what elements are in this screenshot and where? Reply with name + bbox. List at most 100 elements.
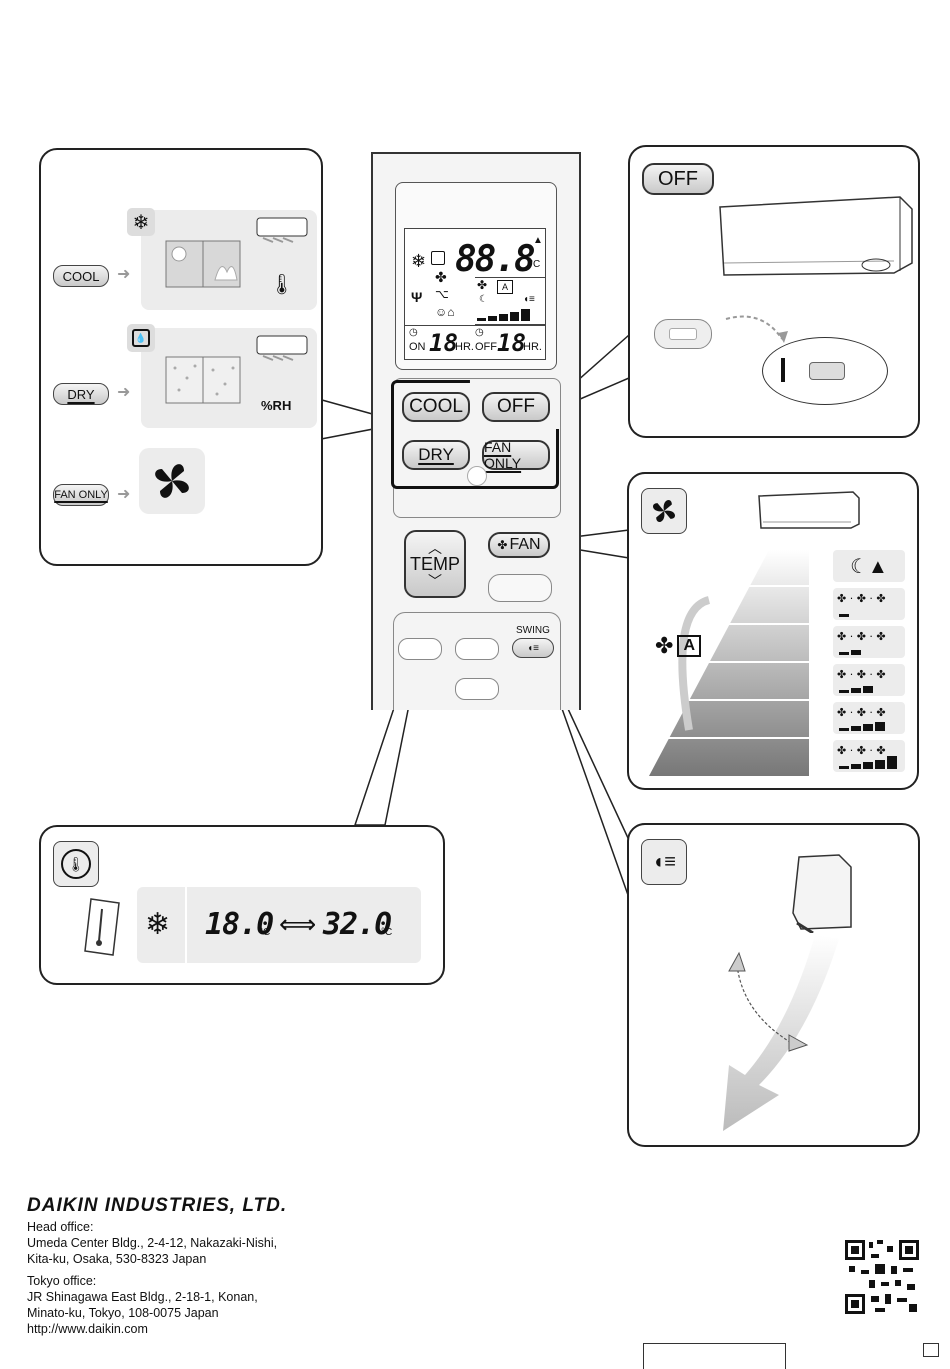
fan-button[interactable]: ✤FAN bbox=[488, 532, 550, 558]
fan-only-button[interactable]: FAN ONLY bbox=[53, 484, 109, 506]
sleep-icon: ☾ bbox=[479, 294, 488, 305]
off-panel: OFF bbox=[628, 145, 920, 438]
remote-lower-area bbox=[393, 612, 561, 710]
swing-airflow-icon bbox=[723, 935, 839, 1131]
lamp-bar bbox=[781, 358, 785, 382]
timer-on-value: 18 bbox=[429, 329, 458, 357]
dry-icon bbox=[431, 251, 445, 265]
arrow-curve-icon bbox=[725, 315, 788, 343]
svg-text:✤ · ✤ · ✤: ✤ · ✤ · ✤ bbox=[837, 592, 886, 605]
timer-on-hr: HR. bbox=[455, 341, 474, 353]
swing-mini-icon: ⌥ bbox=[435, 287, 449, 301]
blank-button[interactable] bbox=[398, 638, 442, 660]
fan-level-bars bbox=[477, 309, 530, 321]
website-link[interactable]: http://www.daikin.com bbox=[27, 1322, 148, 1336]
temp-button[interactable]: ︿ TEMP ﹀ bbox=[404, 530, 466, 598]
svg-text:✤ · ✤ · ✤: ✤ · ✤ · ✤ bbox=[837, 706, 886, 719]
divider bbox=[185, 887, 187, 963]
dry-button[interactable]: DRY bbox=[402, 440, 470, 470]
fan-speed-levels: ✤ · ✤ · ✤✤ · ✤ · ✤✤ · ✤ · ✤✤ · ✤ · ✤✤ · … bbox=[833, 588, 905, 772]
svg-text:✤ · ✤ · ✤: ✤ · ✤ · ✤ bbox=[837, 744, 886, 757]
swing-panel: ◖≡ bbox=[627, 823, 920, 1147]
svg-text:✤ · ✤ · ✤: ✤ · ✤ · ✤ bbox=[837, 630, 886, 643]
mode-panel: ❄ 🌡 COOL ➜ 💧 %RH DRY ➜ FAN ONLY ➜ bbox=[39, 148, 323, 566]
fan-icon: ✤ bbox=[435, 269, 447, 285]
fan-only-button[interactable]: FAN ONLY bbox=[482, 439, 550, 471]
fan-icon bbox=[641, 488, 687, 534]
indoor-unit-icon bbox=[719, 196, 913, 276]
snowflake-icon: ❄ bbox=[145, 908, 171, 941]
fan-icon bbox=[139, 448, 205, 514]
sleep-icon: ☾▲ bbox=[833, 550, 905, 582]
swing-label: SWING bbox=[516, 625, 550, 636]
ac-unit-icon bbox=[256, 335, 308, 361]
indoor-unit-icon bbox=[758, 491, 860, 529]
swing-icon: ◖≡ bbox=[641, 839, 687, 885]
min-temp: 18.0 bbox=[205, 907, 274, 942]
swing-button[interactable]: ◖≡ bbox=[512, 638, 554, 658]
double-arrow-icon: ⟺ bbox=[279, 909, 317, 939]
snowflake-icon: ❄ bbox=[411, 251, 427, 271]
window-rain-icon bbox=[165, 356, 241, 404]
ac-unit-icon bbox=[256, 217, 308, 243]
window-sun-icon bbox=[165, 240, 241, 288]
fan-panel: ✤ A ☾▲ ✤ · ✤ · ✤ ✤ · ✤ · ✤ ✤ · ✤ · ✤ ✤ · ✤ … bbox=[627, 472, 919, 790]
timer-off-value: 18 bbox=[497, 329, 526, 357]
qr-code bbox=[845, 1240, 919, 1314]
swing-icon: ◖≡ bbox=[527, 642, 539, 654]
remote-lcd: ❄ 88.8 °C ▲ ✤ Ψ ⌥ ☺⌂ ✤ A ☾ ◖≡ ◷ ON 18 HR… bbox=[404, 228, 546, 360]
auto-box: A bbox=[677, 635, 701, 657]
temp-label: TEMP bbox=[409, 553, 460, 574]
fan-icon: ✤ bbox=[655, 633, 674, 658]
tokyo-office-line2: Minato-ku, Tokyo, 108-0075 Japan bbox=[27, 1306, 219, 1320]
clock-icon: ◷ bbox=[475, 327, 484, 338]
lamp-zoom-circle bbox=[762, 337, 888, 405]
cool-button[interactable]: COOL bbox=[402, 392, 470, 422]
min-temp-unit: °C bbox=[259, 927, 271, 938]
thermo-down-icon: 🌡 bbox=[269, 274, 295, 296]
dry-button[interactable]: DRY bbox=[53, 383, 109, 405]
fan-auto-icon: ✤ A bbox=[655, 630, 725, 662]
max-temp-unit: °C bbox=[381, 927, 393, 938]
thermometer-icon: 🌡 bbox=[53, 841, 99, 887]
tokyo-office-line1: JR Shinagawa East Bldg., 2-18-1, Konan, bbox=[27, 1290, 258, 1304]
fan-icon: ✤ bbox=[497, 538, 508, 552]
timer-on-label: ON bbox=[409, 341, 426, 353]
blank-button[interactable] bbox=[455, 678, 499, 700]
head-office-line2: Kita-ku, Osaka, 530-8323 Japan bbox=[27, 1252, 207, 1266]
cool-button[interactable]: COOL bbox=[53, 265, 109, 287]
temp-panel: 🌡 ❄ 18.0 °C ⟺ 32.0 °C bbox=[39, 825, 445, 985]
lcd-divider bbox=[405, 325, 545, 326]
off-button[interactable]: OFF bbox=[482, 392, 550, 422]
snowflake-icon: ❄ bbox=[127, 208, 155, 236]
small-box bbox=[923, 1343, 939, 1357]
arrow-right-icon: ➜ bbox=[117, 266, 131, 283]
powerful-icon: Ψ bbox=[411, 289, 423, 305]
timer-off-label: OFF bbox=[475, 341, 497, 353]
max-temp: 32.0 bbox=[323, 907, 392, 942]
rh-label: %RH bbox=[261, 398, 292, 413]
blank-button[interactable] bbox=[488, 574, 552, 602]
chevron-down-icon: ﹀ bbox=[428, 572, 442, 589]
blank-button[interactable] bbox=[455, 638, 499, 660]
tokyo-office-label: Tokyo office: bbox=[27, 1274, 97, 1288]
triangle-icon: ▲ bbox=[533, 235, 543, 246]
indicator-lamp bbox=[467, 466, 487, 486]
chevron-up-icon: ︿ bbox=[428, 539, 442, 556]
clock-icon: ◷ bbox=[409, 327, 418, 338]
head-office-label: Head office: bbox=[27, 1220, 94, 1234]
occupancy-icon: ☺⌂ bbox=[435, 305, 455, 319]
indicator-lamp-on bbox=[654, 319, 712, 349]
label-box bbox=[643, 1343, 786, 1369]
indoor-unit-side-icon bbox=[792, 854, 852, 933]
auto-box: A bbox=[497, 280, 513, 294]
airflow-levels bbox=[649, 550, 809, 776]
timer-off-hr: HR. bbox=[523, 341, 542, 353]
fan-label: FAN bbox=[509, 536, 541, 553]
arrow-right-icon: ➜ bbox=[117, 486, 131, 503]
dry-icon: 💧 bbox=[127, 324, 155, 352]
lcd-unit: °C bbox=[529, 259, 541, 270]
swing-mini-icon: ◖≡ bbox=[523, 294, 535, 305]
lcd-fan-box: ✤ A ☾ ◖≡ bbox=[475, 277, 546, 325]
off-button[interactable]: OFF bbox=[642, 163, 714, 195]
